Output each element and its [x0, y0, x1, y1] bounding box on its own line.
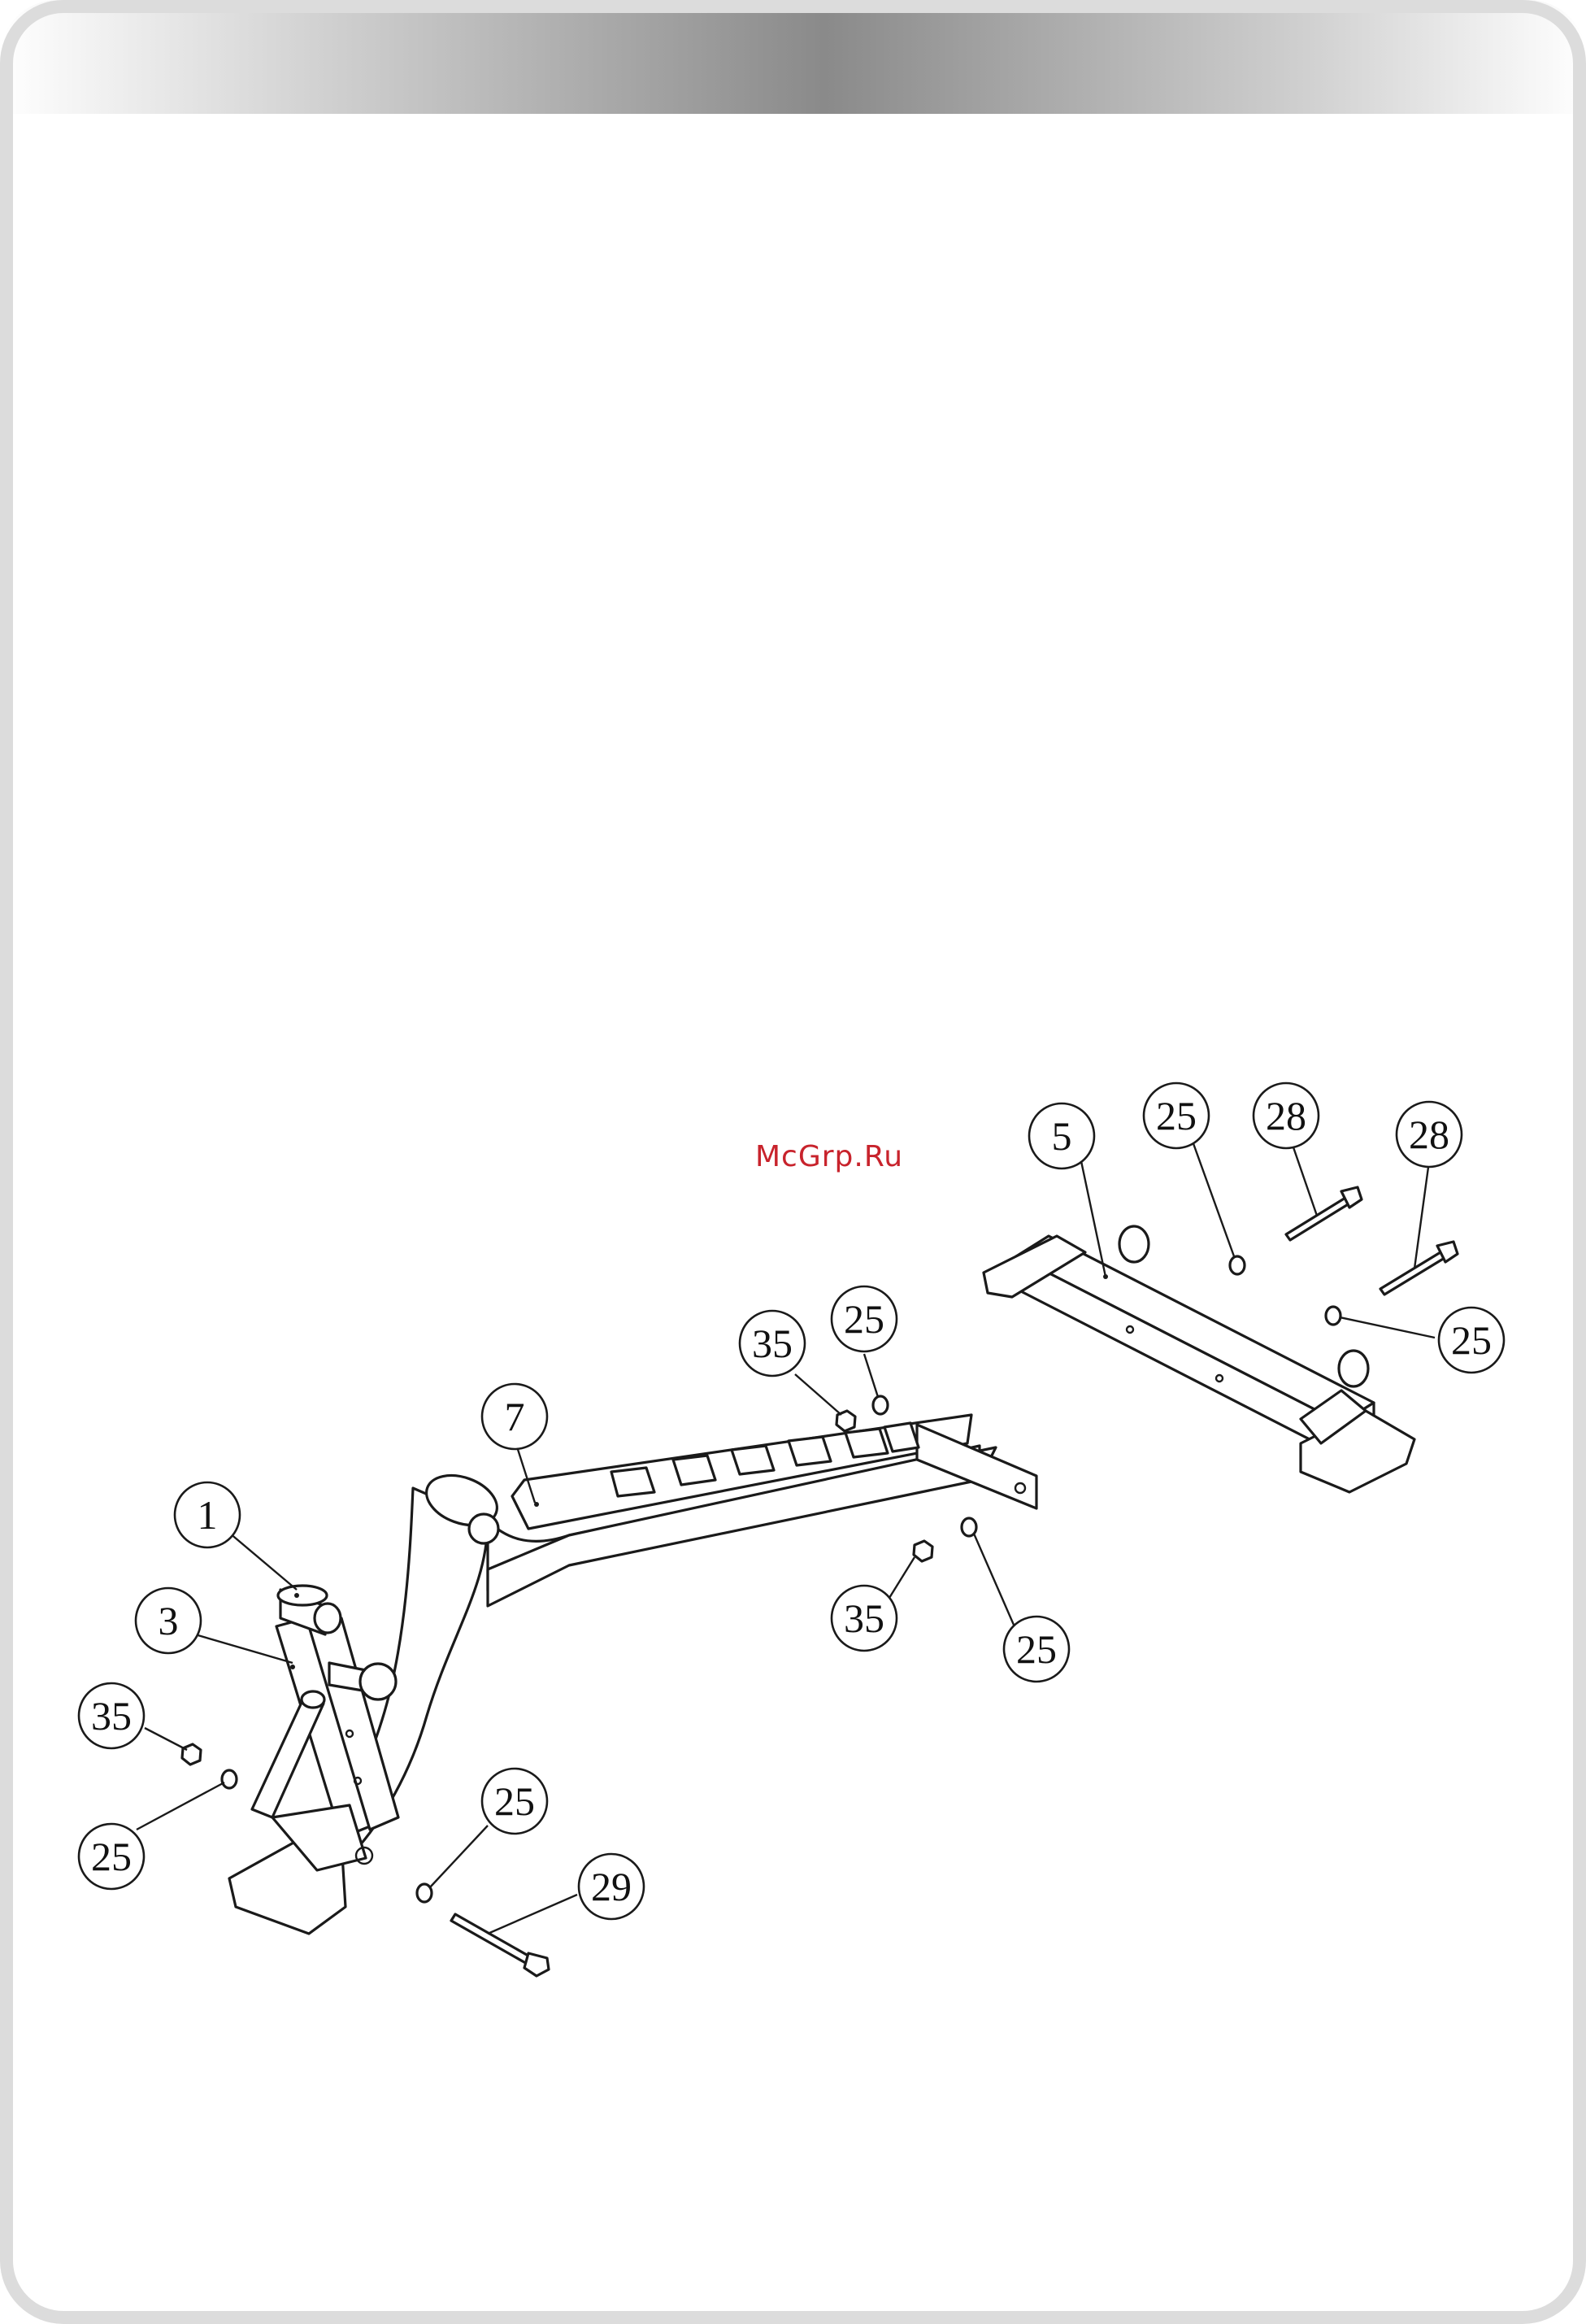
callout-25: 25 [482, 1769, 547, 1834]
callout-5: 5 [1029, 1103, 1094, 1169]
svg-text:28: 28 [1409, 1112, 1449, 1157]
svg-text:5: 5 [1052, 1113, 1072, 1159]
callout-25: 25 [1439, 1308, 1504, 1373]
part-3-pivot-bracket [229, 1614, 398, 1934]
callout-25: 25 [1004, 1617, 1069, 1682]
svg-text:35: 35 [752, 1321, 793, 1366]
callout-28: 28 [1254, 1083, 1319, 1148]
callout-7: 7 [482, 1384, 547, 1449]
svg-text:25: 25 [91, 1834, 132, 1879]
svg-text:25: 25 [1016, 1626, 1057, 1672]
svg-text:28: 28 [1266, 1093, 1306, 1138]
svg-text:25: 25 [494, 1778, 535, 1824]
watermark-text: McGrp.Ru [699, 1140, 959, 1173]
part-7-main-frame [321, 1415, 1036, 1852]
callout-25: 25 [79, 1824, 144, 1889]
svg-text:35: 35 [91, 1693, 132, 1739]
callout-25: 25 [1144, 1083, 1209, 1148]
svg-text:29: 29 [591, 1864, 632, 1909]
callout-35: 35 [740, 1311, 805, 1376]
svg-text:25: 25 [844, 1296, 884, 1342]
callout-28: 28 [1397, 1102, 1462, 1167]
svg-text:35: 35 [844, 1595, 884, 1641]
svg-text:3: 3 [159, 1598, 179, 1643]
callout-1: 1 [175, 1482, 240, 1547]
nut-35-left [182, 1744, 201, 1765]
callout-35: 35 [832, 1586, 897, 1651]
hardware-group [182, 1187, 1458, 1976]
svg-text:1: 1 [198, 1492, 218, 1538]
svg-text:7: 7 [505, 1394, 525, 1439]
part-5-rear-stabilizer [984, 1226, 1414, 1492]
callout-29: 29 [579, 1854, 644, 1919]
svg-text:25: 25 [1156, 1093, 1197, 1138]
callout-3: 3 [136, 1588, 201, 1653]
callout-25: 25 [832, 1286, 897, 1351]
svg-text:25: 25 [1451, 1317, 1492, 1363]
callout-35: 35 [79, 1683, 144, 1748]
